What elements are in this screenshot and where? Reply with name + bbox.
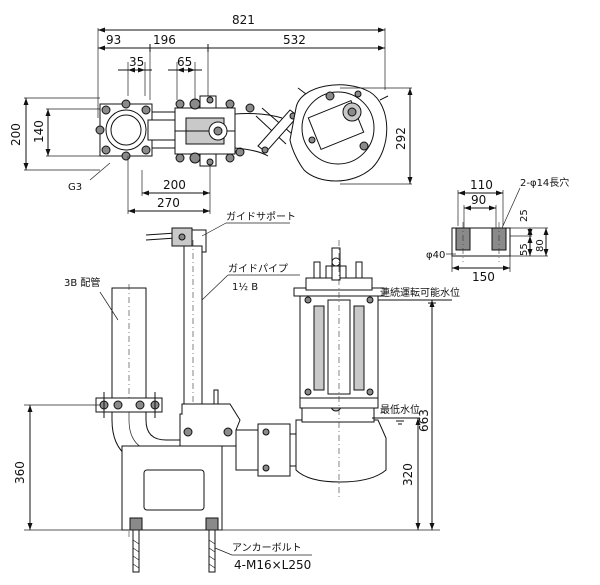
dim-90: 90 bbox=[471, 193, 486, 207]
continuous-level-label: 連続運転可能水位 bbox=[380, 286, 460, 299]
dim-360: 360 bbox=[13, 461, 27, 484]
guide-pipe-size-label: 1½ B bbox=[232, 281, 258, 293]
anchor-spec-label: 4-M16×L250 bbox=[234, 558, 311, 572]
dim-overall: 821 bbox=[232, 13, 255, 27]
base-detail: 110 90 2-φ14長穴 25 55 80 φ40 150 bbox=[426, 176, 569, 284]
guide-support-label: ガイドサポート bbox=[226, 211, 296, 223]
anchor-bolt-label: アンカーボルト bbox=[232, 542, 302, 554]
dim-93: 93 bbox=[106, 33, 121, 47]
discharge-pipe-label: 3B 配管 bbox=[64, 276, 100, 289]
dim-320: 320 bbox=[401, 463, 415, 486]
min-level-label: 最低水位 bbox=[380, 403, 420, 416]
dim-532: 532 bbox=[283, 33, 306, 47]
side-view: ガイドサポート ガイドパイプ 1½ B 3B 配管 bbox=[13, 211, 460, 573]
dim-200-horizontal: 200 bbox=[163, 178, 186, 192]
hole-label: 2-φ14長穴 bbox=[520, 176, 569, 189]
dim-140: 140 bbox=[32, 120, 46, 143]
dim-65: 65 bbox=[177, 55, 192, 69]
dim-110: 110 bbox=[470, 178, 493, 192]
dim-292: 292 bbox=[394, 127, 408, 150]
top-view: 821 93 196 532 35 65 200 140 G3 bbox=[9, 13, 413, 214]
dim-35: 35 bbox=[129, 55, 144, 69]
dim-663: 663 bbox=[417, 409, 431, 432]
dim-80: 80 bbox=[535, 239, 546, 252]
guide-pipe-label: ガイドパイプ bbox=[228, 263, 288, 275]
dim-150: 150 bbox=[472, 270, 495, 284]
dim-196: 196 bbox=[153, 33, 176, 47]
dim-270: 270 bbox=[157, 196, 180, 210]
g3-label: G3 bbox=[68, 182, 82, 193]
dim-200-vertical: 200 bbox=[9, 123, 23, 146]
dim-55: 55 bbox=[519, 243, 530, 256]
dim-25: 25 bbox=[519, 209, 530, 222]
dim-phi40: φ40 bbox=[426, 250, 445, 261]
